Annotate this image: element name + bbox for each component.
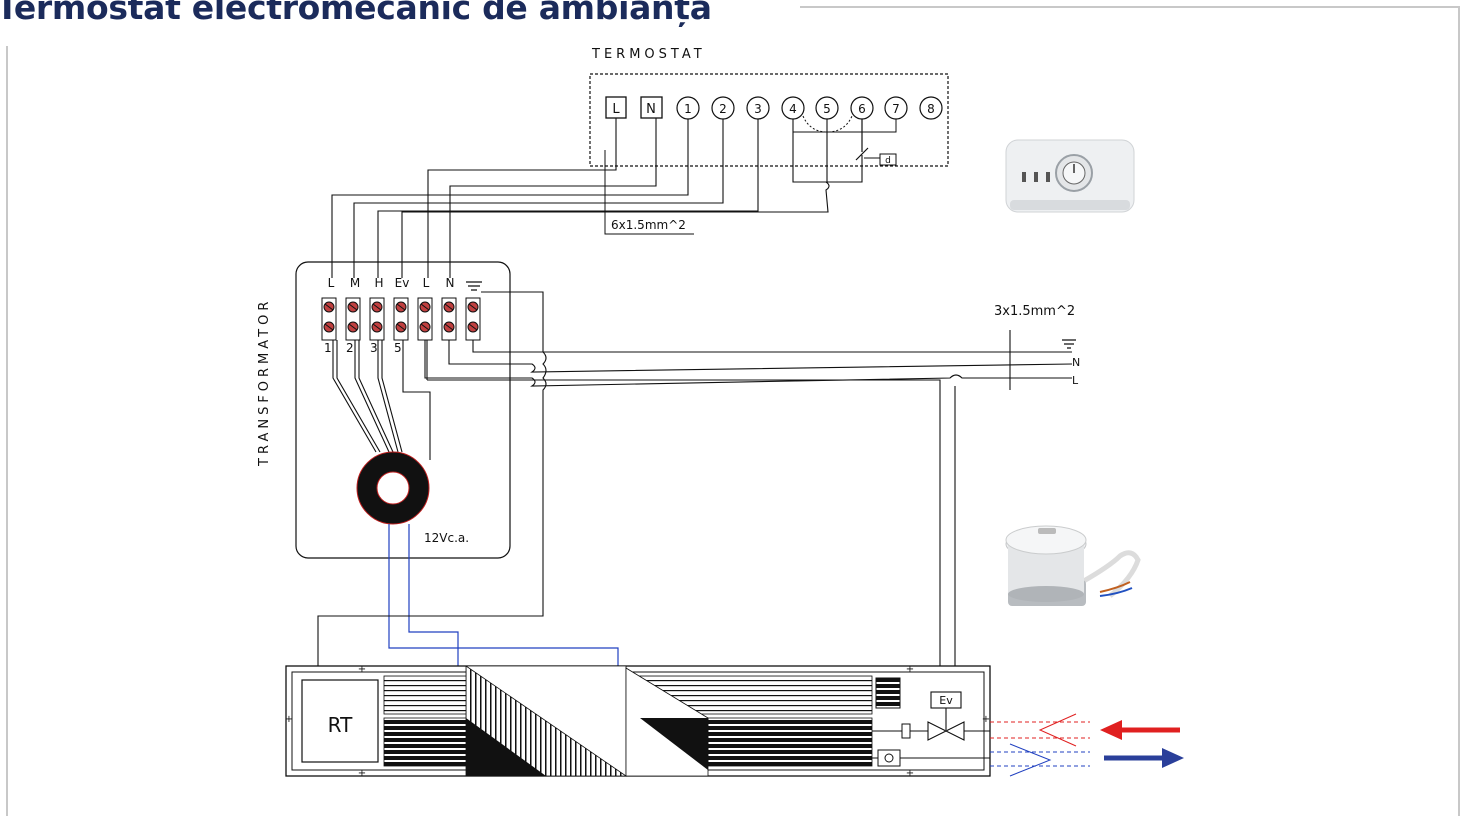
thermostat-cable-label: 6x1.5mm^2 bbox=[611, 218, 686, 232]
transformer-terminal-ev: Ev bbox=[395, 276, 410, 290]
thermostat-label: TERMOSTAT bbox=[591, 47, 706, 62]
thermostat-terminal-6: 6 bbox=[850, 96, 874, 120]
transformer-number-5: 5 bbox=[394, 341, 402, 355]
svg-text:+: + bbox=[982, 714, 990, 725]
supply-l-label: L bbox=[1072, 374, 1079, 387]
transformer-block: TRANSFORMATOR L M H Ev L N 1 bbox=[257, 261, 511, 559]
thermostat-box bbox=[589, 73, 949, 167]
frame-border-left bbox=[6, 46, 8, 816]
frame-border-top bbox=[800, 6, 1460, 8]
supply-n-label: N bbox=[1072, 356, 1080, 369]
thermostat-terminal-8: 8 bbox=[919, 96, 943, 120]
svg-text:+: + bbox=[285, 714, 293, 725]
supply-cable-label: 3x1.5mm^2 bbox=[994, 304, 1075, 319]
low-voltage-wires bbox=[388, 524, 619, 666]
transformer-terminal-n: N bbox=[446, 276, 455, 290]
transformer-box bbox=[295, 261, 511, 559]
transformer-terminal-l: L bbox=[328, 276, 335, 290]
thermostat-terminal-2-label: 2 bbox=[719, 102, 727, 116]
thermostat-terminal-6-label: 6 bbox=[858, 102, 866, 116]
thermostat-terminal-n bbox=[640, 96, 663, 119]
thermostat-terminal-4-label: 4 bbox=[789, 102, 797, 116]
thermostat-terminal-3-label: 3 bbox=[754, 102, 762, 116]
transformer-number-2: 2 bbox=[346, 341, 354, 355]
control-wires bbox=[331, 118, 863, 278]
room-thermostat-label: RT bbox=[328, 713, 353, 737]
transformer-number-1: 1 bbox=[324, 341, 332, 355]
thermostat-block: TERMOSTAT L N 1 2 3 4 5 6 bbox=[589, 47, 949, 167]
terminal-block bbox=[321, 297, 481, 341]
thermostat-terminal-2: 2 bbox=[711, 96, 735, 120]
svg-text:d: d bbox=[885, 156, 891, 166]
valve-actuator-photo bbox=[1005, 525, 1141, 606]
ground-icon bbox=[466, 281, 482, 291]
svg-text:+: + bbox=[358, 768, 366, 779]
transformer-number-3: 3 bbox=[370, 341, 378, 355]
thermostat-terminal-5-label: 5 bbox=[823, 102, 831, 116]
thermostat-terminal-8-label: 8 bbox=[927, 102, 935, 116]
thermostat-terminal-l-label: L bbox=[612, 102, 620, 117]
fan-coil-unit: RT Ev + + + + + + bbox=[285, 664, 991, 779]
transformer-label: TRANSFORMATOR bbox=[257, 298, 272, 467]
transformer-terminal-h: H bbox=[374, 276, 383, 290]
transformer-voltage: 12Vc.a. bbox=[424, 531, 469, 545]
hydraulic-pipes bbox=[990, 713, 1090, 777]
thermostat-terminal-7-label: 7 bbox=[892, 102, 900, 116]
toroid-transformer bbox=[357, 452, 429, 524]
svg-text:+: + bbox=[906, 664, 914, 675]
svg-text:+: + bbox=[358, 664, 366, 675]
hot-water-inlet-arrow bbox=[1100, 720, 1180, 740]
thermostat-terminal-1-label: 1 bbox=[684, 102, 692, 116]
cold-water-outlet-arrow bbox=[1104, 748, 1184, 768]
supply-wires bbox=[317, 291, 1076, 700]
thermostat-terminal-1: 1 bbox=[676, 96, 700, 120]
svg-text:+: + bbox=[906, 768, 914, 779]
thermostat-photo bbox=[1005, 139, 1135, 213]
valve-label: Ev bbox=[939, 694, 953, 707]
thermostat-terminal-5: 5 bbox=[815, 96, 839, 120]
transformer-terminal-l2: L bbox=[423, 276, 430, 290]
thermostat-terminal-n-label: N bbox=[646, 102, 656, 117]
room-thermostat-box bbox=[301, 679, 379, 763]
thermostat-terminal-4: 4 bbox=[781, 96, 805, 120]
frame-border-right bbox=[1458, 6, 1460, 816]
thermostat-terminal-7: 7 bbox=[884, 96, 908, 120]
page-title: Termostat electromecanic de ambianța bbox=[0, 0, 712, 27]
thermostat-terminal-3: 3 bbox=[746, 96, 770, 120]
transformer-terminal-m: M bbox=[350, 276, 360, 290]
